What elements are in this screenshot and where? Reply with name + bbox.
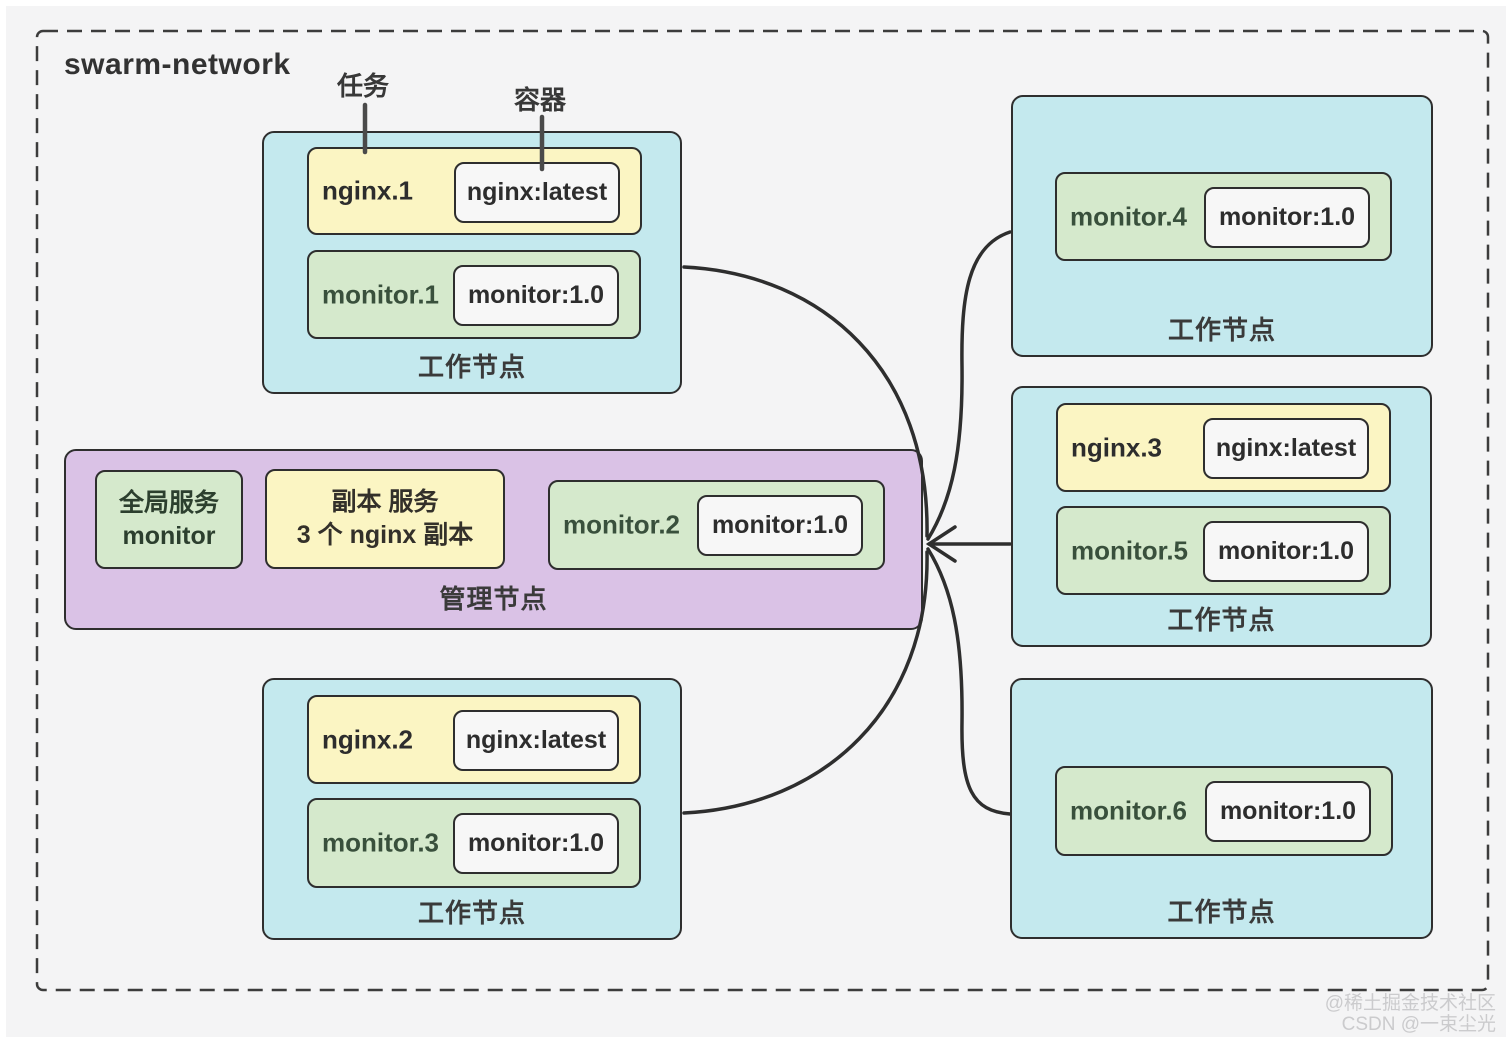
node-type-label: 工作节点 — [1167, 605, 1276, 635]
task-monitor-6: monitor.6 monitor:1.0 — [1055, 766, 1393, 856]
task-nginx-3: nginx.3 nginx:latest — [1056, 403, 1391, 492]
container-image: nginx:latest — [1215, 434, 1357, 462]
task-name: monitor.6 — [1070, 795, 1188, 826]
task-name: monitor.5 — [1071, 535, 1189, 565]
global-service-line1: 全局服务 — [118, 488, 219, 517]
task-monitor-3: monitor.3 monitor:1.0 — [307, 798, 641, 888]
global-service-line2: monitor — [122, 521, 216, 550]
container-image: monitor:1.0 — [467, 829, 605, 857]
node-type-label: 工作节点 — [417, 898, 526, 928]
task-annotation-label: 任务 — [337, 71, 390, 101]
container-pill: monitor:1.0 — [1204, 187, 1370, 248]
task-name: nginx.1 — [322, 175, 414, 206]
worker-node-bottom-left: nginx.2 nginx:latest monitor.3 monitor:1… — [262, 678, 682, 940]
replica-service-line1: 副本 服务 — [331, 488, 439, 516]
task-nginx-2: nginx.2 nginx:latest — [307, 695, 641, 784]
container-pill: monitor:1.0 — [453, 265, 619, 326]
container-image: monitor:1.0 — [467, 281, 605, 309]
task-name: monitor.2 — [563, 509, 681, 540]
worker-node-middle-right: nginx.3 nginx:latest monitor.5 monitor:1… — [1011, 386, 1432, 647]
watermark-line-1: @稀土掘金技术社区 — [1324, 993, 1496, 1014]
link-manager-topright — [926, 230, 1012, 541]
container-pill: nginx:latest — [1203, 418, 1369, 479]
container-annotation-label: 容器 — [514, 85, 567, 115]
container-image: nginx:latest — [465, 726, 607, 754]
node-type-label: 工作节点 — [1167, 315, 1276, 345]
network-title: swarm-network — [64, 48, 291, 81]
node-type-label: 管理节点 — [439, 584, 548, 614]
container-image: monitor:1.0 — [1218, 203, 1356, 231]
watermark-line-2: CSDN @一束尘光 — [1341, 1014, 1496, 1035]
worker-node-top-right: monitor.4 monitor:1.0 工作节点 — [1011, 95, 1433, 357]
link-manager-bottomright — [926, 547, 1012, 816]
container-image: monitor:1.0 — [1217, 537, 1355, 565]
task-name: monitor.1 — [322, 279, 440, 309]
node-type-label: 工作节点 — [1167, 897, 1276, 927]
task-name: monitor.4 — [1070, 201, 1188, 231]
replica-service-line2: 3 个 nginx 副本 — [296, 521, 474, 549]
arrowhead-into-manager — [925, 525, 957, 563]
container-pill: monitor:1.0 — [1203, 521, 1369, 582]
container-image: monitor:1.0 — [711, 511, 849, 539]
container-pill: monitor:1.0 — [1205, 781, 1371, 842]
container-pill: nginx:latest — [454, 162, 620, 223]
task-monitor-4: monitor.4 monitor:1.0 — [1055, 172, 1392, 261]
global-service-box: 全局服务 monitor — [95, 470, 243, 569]
task-name: nginx.3 — [1071, 432, 1163, 462]
container-pill: nginx:latest — [453, 710, 619, 771]
task-monitor-5: monitor.5 monitor:1.0 — [1056, 506, 1391, 595]
worker-node-top-left: nginx.1 nginx:latest monitor.1 monitor:1… — [262, 131, 682, 394]
task-monitor-2: monitor.2 monitor:1.0 — [548, 480, 885, 570]
node-type-label: 工作节点 — [417, 352, 526, 382]
container-pill: monitor:1.0 — [453, 813, 619, 874]
diagram-canvas: swarm-network 任务 容器 nginx.1 nginx:latest… — [6, 6, 1506, 1037]
task-nginx-1: nginx.1 nginx:latest — [307, 147, 642, 235]
replica-service-box: 副本 服务 3 个 nginx 副本 — [265, 469, 505, 569]
container-pill: monitor:1.0 — [697, 495, 863, 556]
manager-node: 全局服务 monitor 副本 服务 3 个 nginx 副本 monitor.… — [64, 449, 923, 630]
worker-node-bottom-right: monitor.6 monitor:1.0 工作节点 — [1010, 678, 1433, 939]
watermark: @稀土掘金技术社区 CSDN @一束尘光 — [1325, 993, 1496, 1035]
task-name: nginx.2 — [322, 724, 414, 754]
task-name: monitor.3 — [322, 827, 440, 858]
container-image: monitor:1.0 — [1219, 797, 1357, 825]
container-image: nginx:latest — [466, 178, 608, 206]
task-monitor-1: monitor.1 monitor:1.0 — [307, 250, 641, 339]
